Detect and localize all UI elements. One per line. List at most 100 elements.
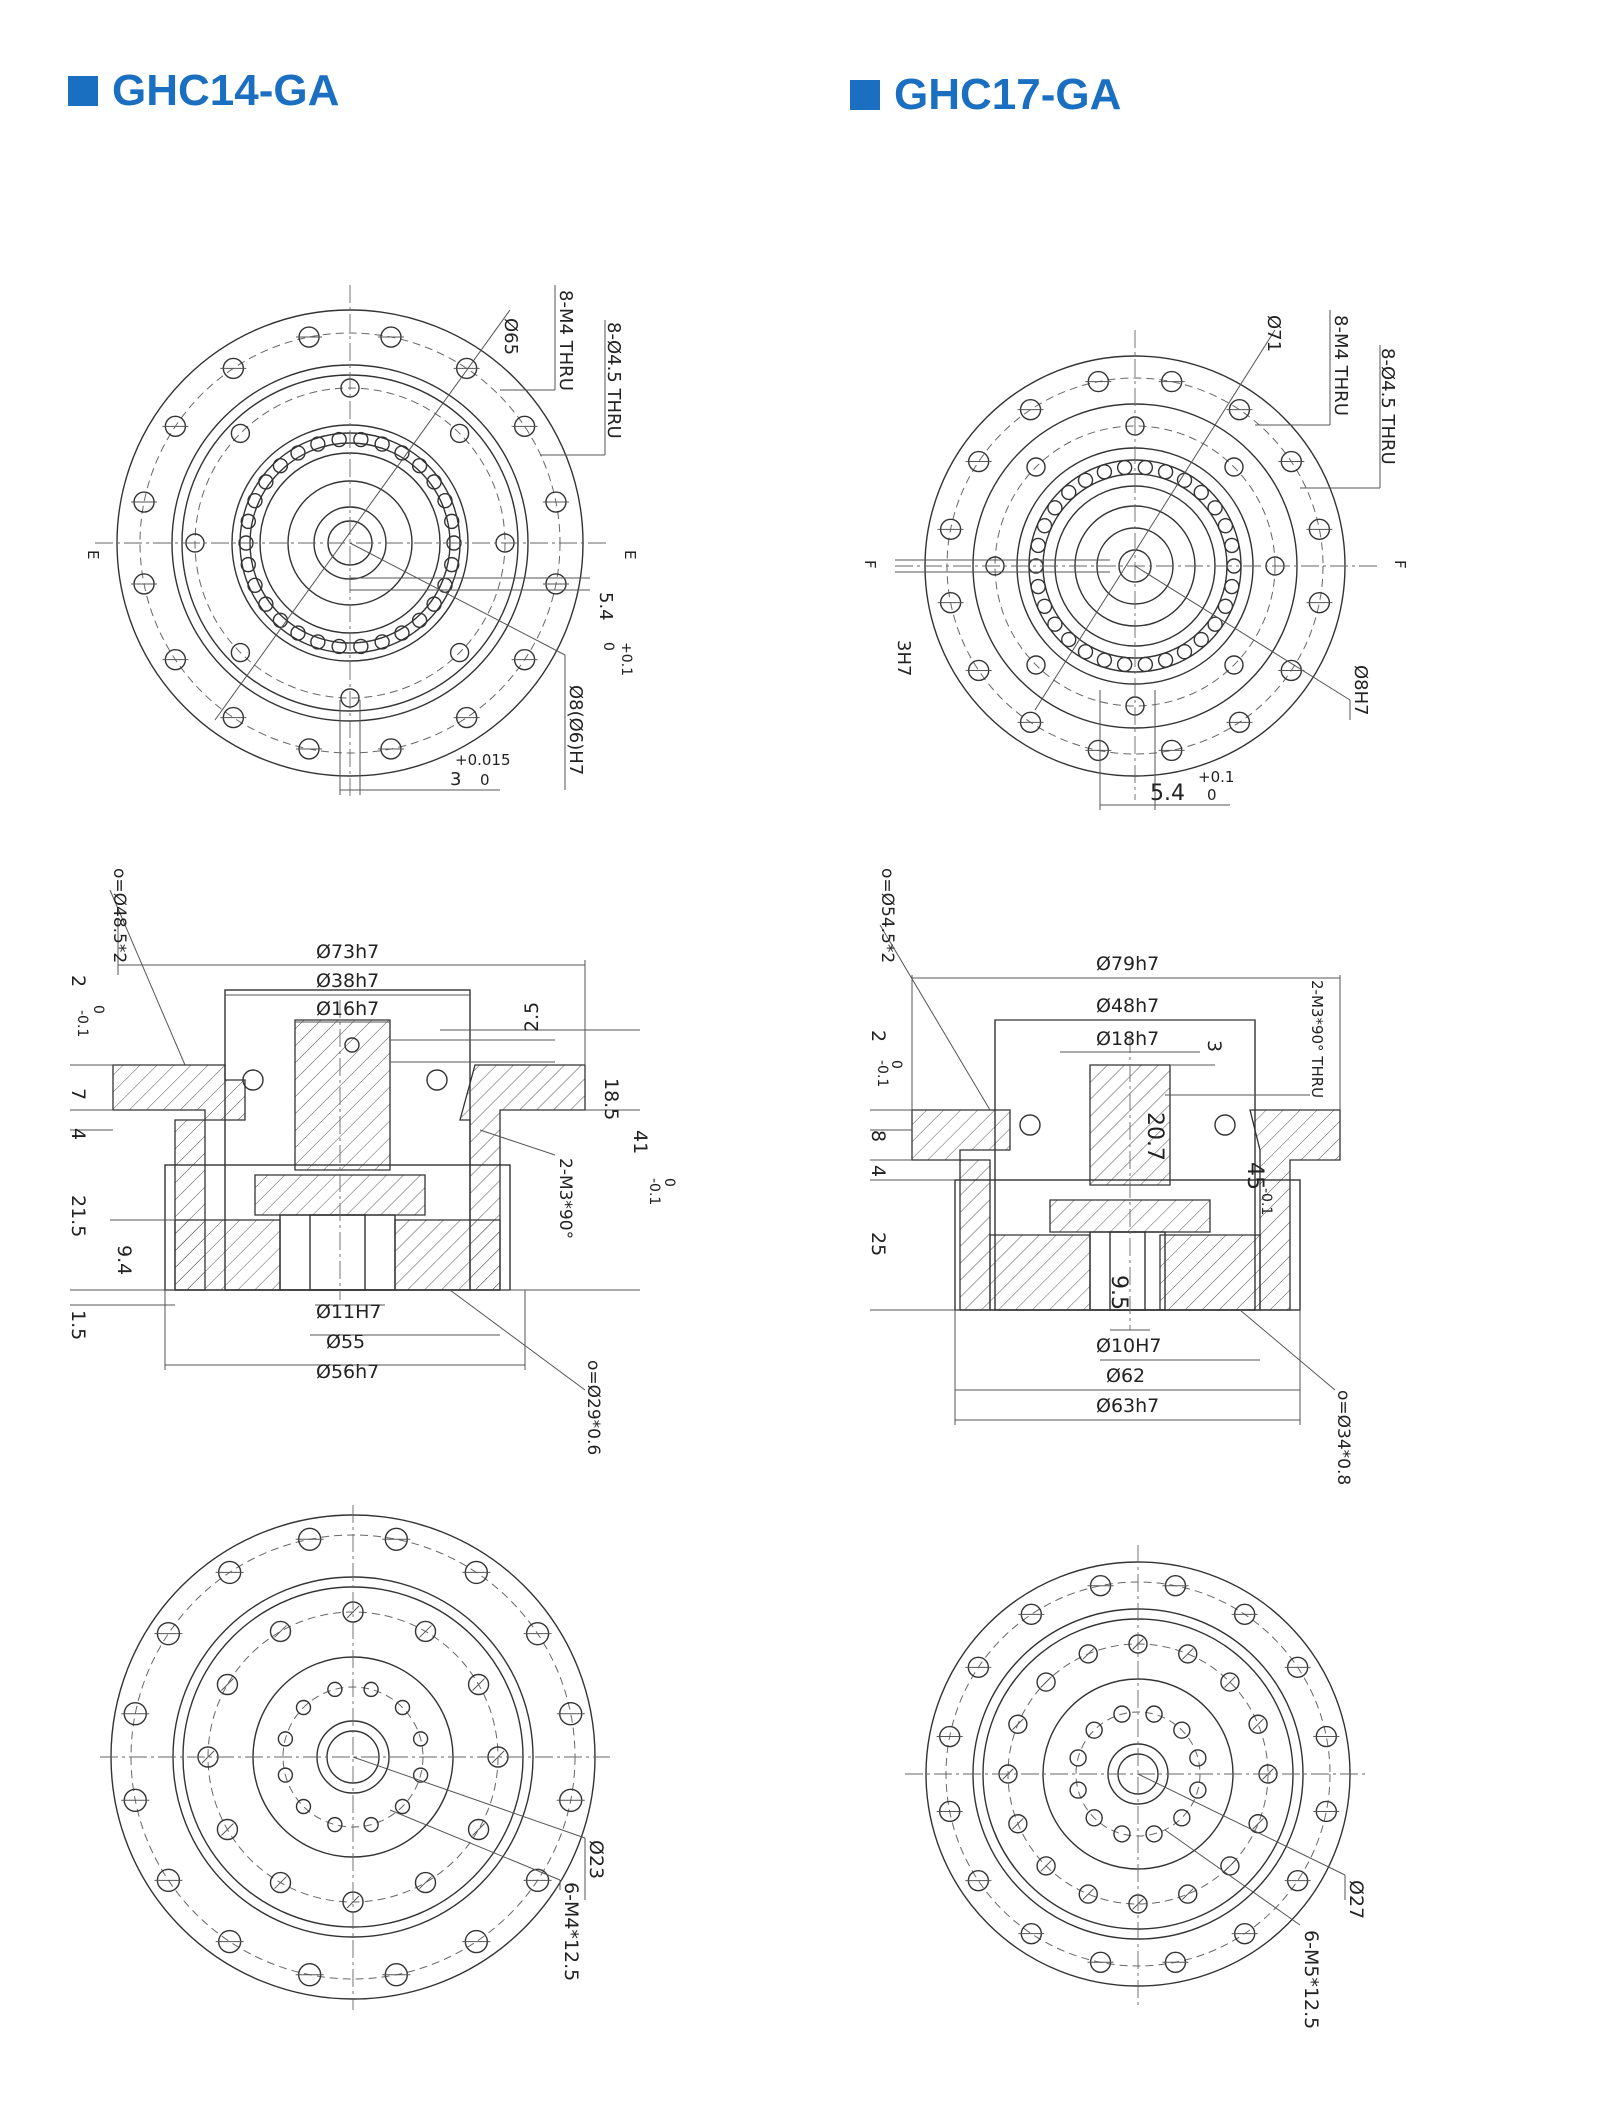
tapped-hole <box>1085 1721 1103 1739</box>
bearing-roller <box>272 612 289 628</box>
bearing-roller <box>1224 537 1240 554</box>
dim-label: 8-Ø4.5 THRU <box>603 322 624 439</box>
product-title-ghc17: GHC17-GA <box>850 70 1121 120</box>
title-bullet-square <box>850 80 880 110</box>
bearing-roller <box>1061 631 1077 648</box>
ghc17-bottom-view <box>905 1545 1365 2005</box>
dim-label: -0.1 <box>874 1060 890 1087</box>
tapped-hole <box>1145 1705 1163 1723</box>
bearing-roller <box>426 474 442 490</box>
outer-bolt-holes <box>121 1527 585 1987</box>
bearing-roller <box>444 513 460 530</box>
tapped-hole <box>1085 1809 1103 1827</box>
screw-head <box>1078 1644 1098 1664</box>
dim-label: 6-M4*12.5 <box>560 1882 582 1981</box>
screw-slot <box>419 1876 432 1889</box>
bearing-roller <box>310 634 326 650</box>
dim-label: +0.1 <box>618 642 634 676</box>
dim-label: 2 <box>67 975 89 987</box>
screw-head <box>414 1871 437 1894</box>
product-title-ghc14: GHC14-GA <box>68 66 339 116</box>
screw-head <box>1220 1672 1240 1692</box>
screw-head <box>269 1620 292 1643</box>
bearing-roller <box>331 431 347 448</box>
bearing-roller <box>247 577 263 594</box>
product-title-text: GHC14-GA <box>112 66 340 115</box>
screw-head <box>1248 1714 1268 1734</box>
tapped-hole <box>412 1731 429 1747</box>
bolt-hole <box>1026 655 1046 675</box>
dim-label: 0 <box>480 771 490 789</box>
screw-head <box>414 1620 437 1643</box>
screw-slot <box>1181 1648 1194 1660</box>
tapped-hole <box>1069 1781 1087 1799</box>
screw-head <box>216 1673 239 1696</box>
inner-tapped-holes <box>1069 1705 1207 1843</box>
dim-label: 2.5 <box>521 1002 543 1032</box>
bearing-roller <box>1193 484 1209 501</box>
ghc17-bottom-dims: Ø27 6-M5*12.5 <box>1300 1880 1367 2029</box>
screw-head <box>467 1818 490 1841</box>
bearing-roller <box>1157 652 1174 668</box>
bearing-roller <box>258 596 274 612</box>
bearing-roller <box>331 638 347 655</box>
bearing-roller <box>394 625 410 641</box>
tapped-hole <box>1189 1781 1207 1799</box>
dim-label: 2-M3*90° THRU <box>1308 980 1326 1098</box>
dim-label: 5.4 <box>1150 781 1185 806</box>
bearing-roller <box>247 492 263 509</box>
bearing-roller <box>1036 598 1053 614</box>
dim-label: 8-Ø4.5 THRU <box>1377 348 1398 465</box>
dim-label: 1.5 <box>67 1310 89 1340</box>
tapped-hole <box>327 1816 343 1833</box>
bearing-roller <box>1224 578 1240 595</box>
dim-label: 0 <box>1207 786 1217 804</box>
bearing-roller <box>1157 464 1174 480</box>
bearing-roller <box>411 612 428 628</box>
bearing-roller <box>240 556 256 573</box>
section-marker: F <box>1391 560 1409 569</box>
tapped-hole <box>295 1798 312 1815</box>
ghc14-section-view <box>70 889 640 1391</box>
tapped-hole <box>277 1731 294 1747</box>
dim-label: 8-M4 THRU <box>1330 315 1351 416</box>
tapped-hole <box>1069 1749 1087 1767</box>
bearing-roller <box>1077 472 1094 488</box>
bolt-hole <box>1224 655 1244 675</box>
bearing-roller <box>1217 598 1234 614</box>
dim-label: 6-M5*12.5 <box>1300 1930 1322 2029</box>
mid-bolt-holes <box>197 1601 509 1913</box>
tapped-hole <box>327 1681 343 1698</box>
dim-label: 8-M4 THRU <box>555 290 576 391</box>
screw-slot <box>221 1823 234 1836</box>
screw-head <box>1008 1714 1028 1734</box>
dim-label: Ø18h7 <box>1096 1028 1159 1050</box>
screw-head <box>1220 1856 1240 1876</box>
dim-label: 45 <box>1242 1162 1267 1190</box>
dim-label: Ø8(Ø6)H7 <box>565 685 586 775</box>
bearing-roller <box>258 474 274 490</box>
bearing-roller <box>426 596 442 612</box>
tapped-hole <box>1173 1809 1191 1827</box>
dim-label: o=Ø54.5*2 <box>877 868 897 963</box>
screw-slot <box>1252 1817 1264 1830</box>
bearing-roller <box>1137 459 1154 476</box>
bearing-roller <box>1047 616 1063 632</box>
dim-label: 4 <box>67 1128 89 1140</box>
bearing-roller <box>290 445 306 461</box>
ghc17-section-view <box>870 924 1341 1425</box>
product-title-text: GHC17-GA <box>894 70 1122 119</box>
dim-label: Ø8H7 <box>1350 665 1371 716</box>
dim-label: 9.4 <box>113 1245 135 1275</box>
bearing-roller <box>353 431 369 448</box>
dim-label: 7 <box>67 1088 89 1100</box>
dim-label: 25 <box>867 1232 889 1256</box>
screw-head <box>1178 1644 1198 1664</box>
screw-head <box>1178 1884 1198 1904</box>
screw-slot <box>221 1678 234 1691</box>
dim-label: o=Ø29*0.6 <box>583 1360 603 1455</box>
bolt-hole <box>230 642 251 663</box>
bearing-roller <box>1036 518 1053 534</box>
screw-slot <box>274 1625 287 1638</box>
screw-slot <box>491 1750 505 1764</box>
